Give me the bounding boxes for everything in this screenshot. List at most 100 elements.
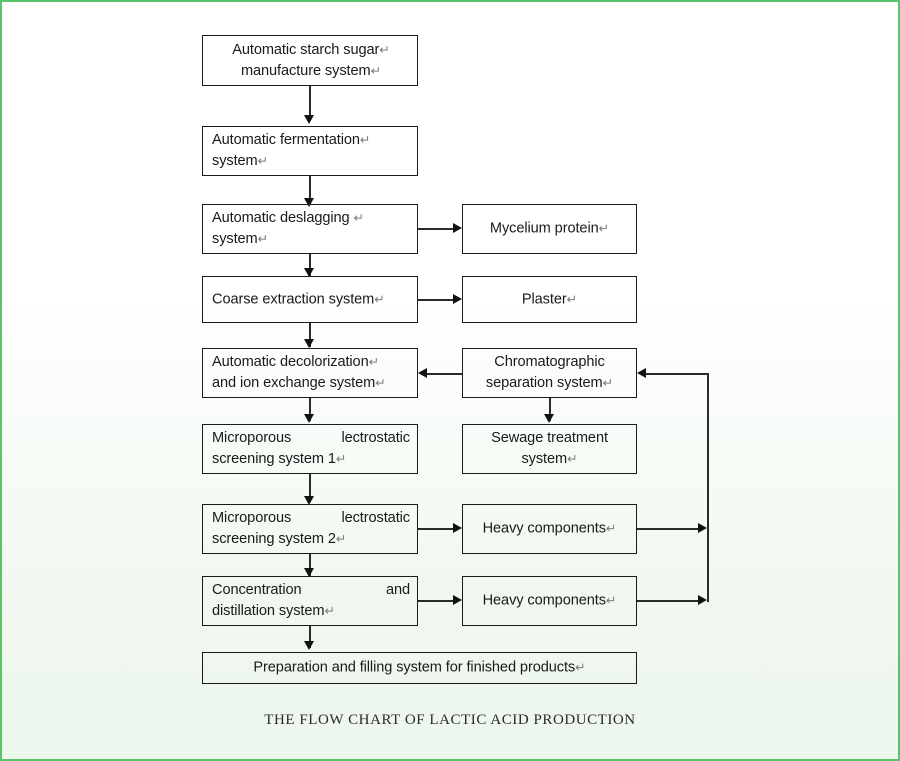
node-coarse-extraction-text: Coarse extraction system↵ (212, 289, 410, 310)
node-screening2: Microporous lectrostatic screening syste… (202, 504, 418, 554)
arrowhead-right-icon (453, 223, 462, 233)
pilcrow-icon: ↵ (370, 63, 382, 78)
connector-chromatographic-to-decolorization (427, 373, 462, 375)
node-starch-sugar-line1: Automatic starch sugar (232, 41, 380, 58)
node-starch-sugar-text: Automatic starch sugar↵ manufacture syst… (212, 40, 410, 82)
node-screening2-line2: screening system 2 (212, 531, 336, 547)
node-mycelium-protein: Mycelium protein↵ (462, 204, 637, 254)
node-fermentation-line1: Automatic fermentation (212, 132, 360, 148)
node-starch-sugar: Automatic starch sugar↵ manufacture syst… (202, 35, 418, 86)
node-deslagging-line1: Automatic deslagging (212, 210, 354, 226)
arrowhead-down-icon (544, 414, 554, 423)
node-screening1: Microporous lectrostatic screening syste… (202, 424, 418, 474)
node-sewage-line1: Sewage treatment (491, 430, 608, 446)
node-deslagging-line2: system (212, 231, 258, 247)
pilcrow-icon: ↵ (379, 42, 390, 57)
pilcrow-icon: ↵ (566, 292, 578, 306)
connector-concentration-to-heavy2 (418, 600, 454, 602)
connector-deslagging-to-mycelium (418, 228, 454, 230)
arrowhead-down-icon (304, 568, 314, 577)
connector-heavy1-to-bus (637, 528, 699, 530)
node-starch-sugar-line2: manufacture system (240, 62, 371, 79)
node-heavy-components-1: Heavy components↵ (462, 504, 637, 554)
pilcrow-icon: ↵ (605, 521, 617, 536)
node-fermentation-line2: system (212, 153, 258, 169)
pilcrow-icon: ↵ (353, 211, 364, 225)
node-sewage-treatment: Sewage treatment system↵ (462, 424, 637, 474)
chart-caption: THE FLOW CHART OF LACTIC ACID PRODUCTION (264, 712, 636, 728)
node-finished-products: Preparation and filling system for finis… (202, 652, 637, 684)
node-screening1-text: Microporous lectrostatic screening syste… (212, 428, 410, 470)
node-decolorization-line1: Automatic decolorization (212, 354, 369, 370)
return-bus-vertical (707, 373, 709, 602)
node-mycelium-protein-text: Mycelium protein↵ (469, 219, 630, 240)
node-heavy1-line1: Heavy components (482, 520, 606, 537)
node-chromatographic-line2: separation system (485, 375, 603, 391)
arrowhead-down-icon (304, 641, 314, 650)
arrowhead-right-icon (698, 595, 707, 605)
node-heavy-components-1-text: Heavy components↵ (469, 519, 630, 540)
pilcrow-icon: ↵ (598, 221, 610, 236)
node-plaster-line1: Plaster (521, 291, 567, 307)
node-screening1-line2: screening system 1 (212, 451, 336, 467)
pilcrow-icon: ↵ (324, 604, 335, 618)
node-heavy2-line1: Heavy components (482, 592, 606, 609)
arrowhead-down-icon (304, 339, 314, 348)
node-chromatographic-text: Chromatographic separation system↵ (469, 352, 630, 394)
arrowhead-down-icon (304, 198, 314, 207)
connector-heavy2-to-bus (637, 600, 699, 602)
pilcrow-icon: ↵ (602, 376, 614, 390)
node-deslagging: Automatic deslagging ↵ system↵ (202, 204, 418, 254)
node-plaster-text: Plaster↵ (469, 289, 630, 310)
node-concentration-line2: distillation system (212, 603, 325, 619)
arrowhead-right-icon (453, 595, 462, 605)
node-chromatographic-line1: Chromatographic (494, 354, 605, 370)
arrowhead-right-icon (698, 523, 707, 533)
arrowhead-right-icon (453, 523, 462, 533)
node-finished-products-text: Preparation and filling system for finis… (209, 658, 630, 679)
node-concentration-line1: Concentration and (212, 582, 410, 598)
pilcrow-icon: ↵ (374, 292, 385, 306)
node-mycelium-protein-line1: Mycelium protein (489, 220, 599, 237)
node-fermentation: Automatic fermentation↵ system↵ (202, 126, 418, 176)
pilcrow-icon: ↵ (335, 452, 347, 466)
pilcrow-icon: ↵ (575, 660, 586, 675)
pilcrow-icon: ↵ (359, 133, 371, 147)
pilcrow-icon: ↵ (257, 154, 269, 168)
arrowhead-right-icon (453, 294, 462, 304)
node-fermentation-text: Automatic fermentation↵ system↵ (212, 130, 410, 172)
node-decolorization: Automatic decolorization↵ and ion exchan… (202, 348, 418, 398)
arrowhead-down-icon (304, 115, 314, 124)
arrowhead-down-icon (304, 414, 314, 423)
connector-coarse-to-plaster (418, 299, 454, 301)
node-finished-products-line1: Preparation and filling system for finis… (253, 659, 576, 676)
connector-screening2-to-concentration (309, 554, 311, 576)
pilcrow-icon: ↵ (605, 593, 617, 608)
node-decolorization-line2: and ion exchange system (212, 375, 376, 391)
node-heavy-components-2: Heavy components↵ (462, 576, 637, 626)
arrowhead-left-icon (637, 368, 646, 378)
node-plaster: Plaster↵ (462, 276, 637, 323)
arrowhead-down-icon (304, 496, 314, 505)
pilcrow-icon: ↵ (257, 232, 269, 246)
connector-decolorization-to-screening1 (309, 398, 311, 421)
node-concentration: Concentration and distillation system↵ (202, 576, 418, 626)
node-screening1-line1: Microporous lectrostatic (212, 430, 410, 446)
pilcrow-icon: ↵ (368, 355, 380, 369)
node-coarse-extraction: Coarse extraction system↵ (202, 276, 418, 323)
node-coarse-extraction-line1: Coarse extraction system (212, 291, 375, 307)
node-decolorization-text: Automatic decolorization↵ and ion exchan… (212, 352, 410, 394)
pilcrow-icon: ↵ (375, 376, 386, 390)
pilcrow-icon: ↵ (335, 532, 347, 546)
connector-screening1-to-screening2 (309, 474, 311, 502)
node-heavy-components-2-text: Heavy components↵ (469, 591, 630, 612)
node-chromatographic: Chromatographic separation system↵ (462, 348, 637, 398)
node-screening2-line1: Microporous lectrostatic (212, 510, 410, 526)
node-screening2-text: Microporous lectrostatic screening syste… (212, 508, 410, 550)
connector-fermentation-to-deslagging (309, 176, 311, 204)
connector-coarse-to-decolorization (309, 323, 311, 347)
connector-deslagging-to-coarse (309, 254, 311, 276)
connector-chromatographic-to-sewage (549, 398, 551, 421)
connector-screening2-to-heavy1 (418, 528, 454, 530)
